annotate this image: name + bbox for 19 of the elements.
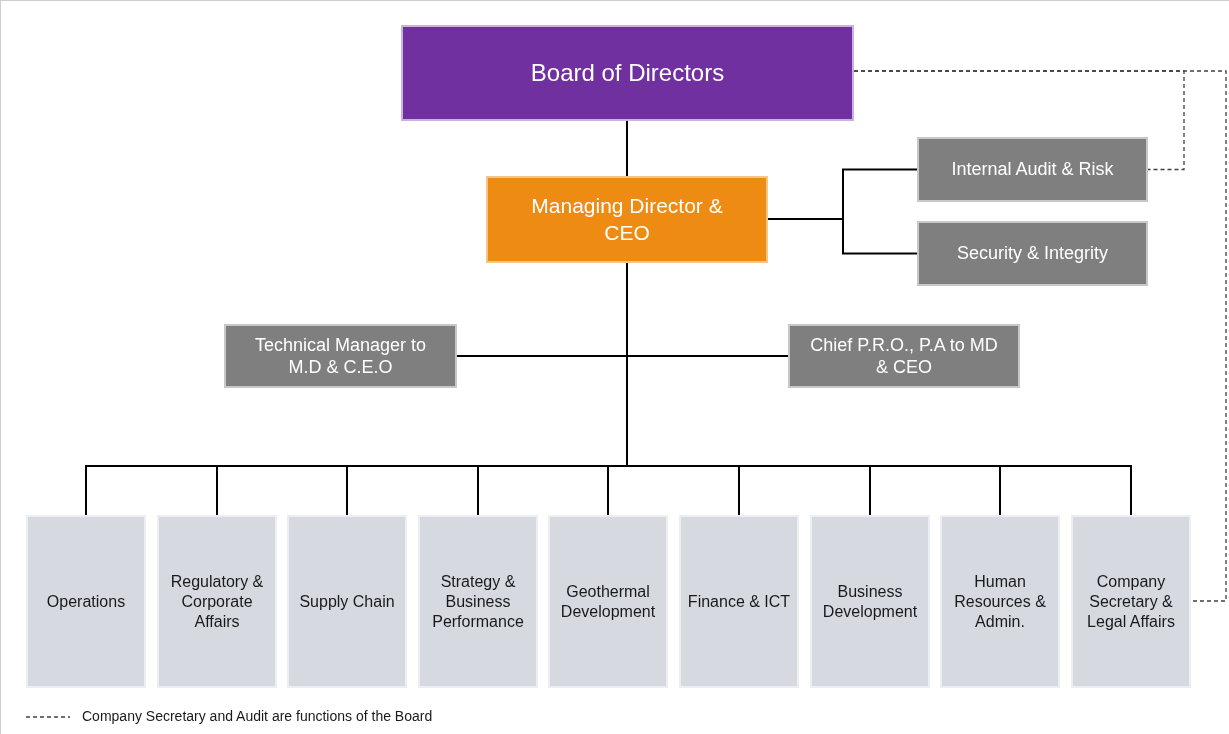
department-box: Regulatory & Corporate Affairs: [157, 515, 277, 688]
staff-box: Internal Audit & Risk: [917, 137, 1148, 202]
staff-box: Chief P.R.O., P.A to MD & CEO: [788, 324, 1020, 388]
connector-line: [626, 120, 628, 177]
department-box: Human Resources & Admin.: [940, 515, 1060, 688]
board-box: Board of Directors: [401, 25, 854, 121]
staff-box: Security & Integrity: [917, 221, 1148, 286]
legend-text: Company Secretary and Audit are functions of the Board: [82, 707, 433, 726]
staff-box: Technical Manager to M.D & C.E.O: [224, 324, 457, 388]
dashed-connector: [853, 70, 1227, 602]
department-box: Operations: [26, 515, 146, 688]
department-box: Business Development: [810, 515, 930, 688]
connector-line: [767, 218, 918, 255]
department-box: Strategy & Business Performance: [418, 515, 538, 688]
department-box: Geothermal Development: [548, 515, 668, 688]
department-box: Company Secretary & Legal Affairs: [1071, 515, 1191, 688]
department-box: Finance & ICT: [679, 515, 799, 688]
department-box: Supply Chain: [287, 515, 407, 688]
executive-box: Managing Director & CEO: [486, 176, 768, 263]
